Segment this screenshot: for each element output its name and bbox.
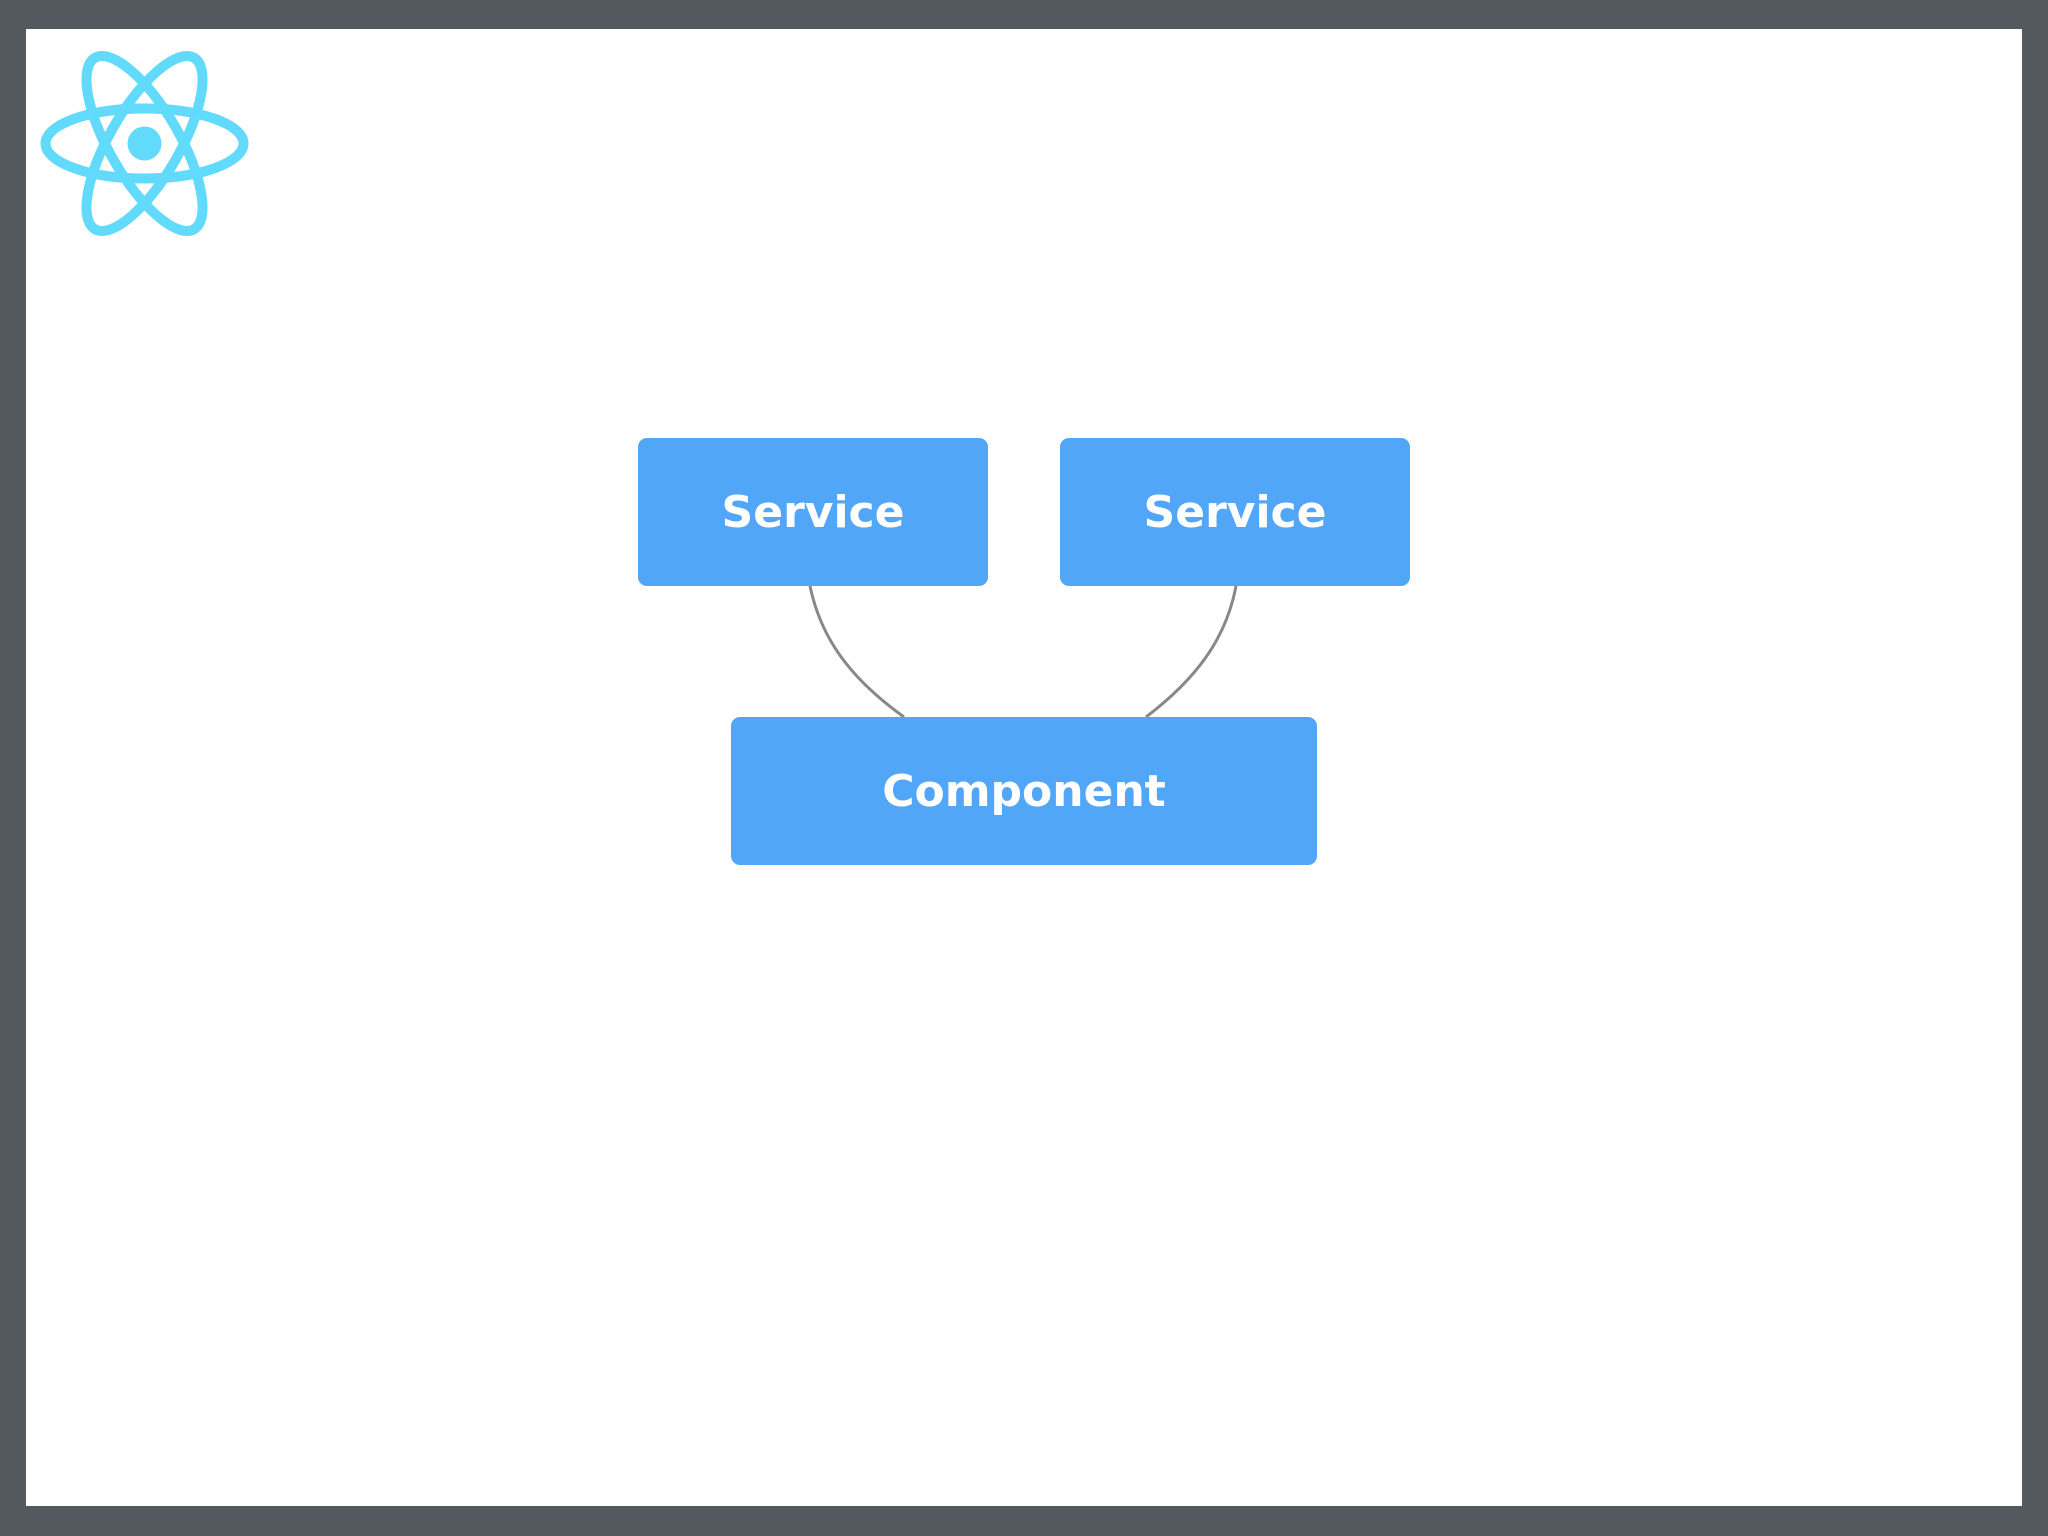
service-node-left-label: Service [721, 486, 905, 538]
component-node: Component [731, 717, 1317, 865]
service-node-left: Service [638, 438, 988, 586]
slide-canvas: Service Service Component [26, 29, 2022, 1506]
component-node-label: Component [882, 765, 1166, 817]
service-node-right: Service [1060, 438, 1410, 586]
edge-service-2-to-component [1145, 585, 1238, 719]
edge-service-1-to-component [808, 585, 905, 719]
react-atom-icon [40, 50, 249, 237]
diagram-connectors [808, 585, 1238, 719]
service-node-right-label: Service [1143, 486, 1327, 538]
